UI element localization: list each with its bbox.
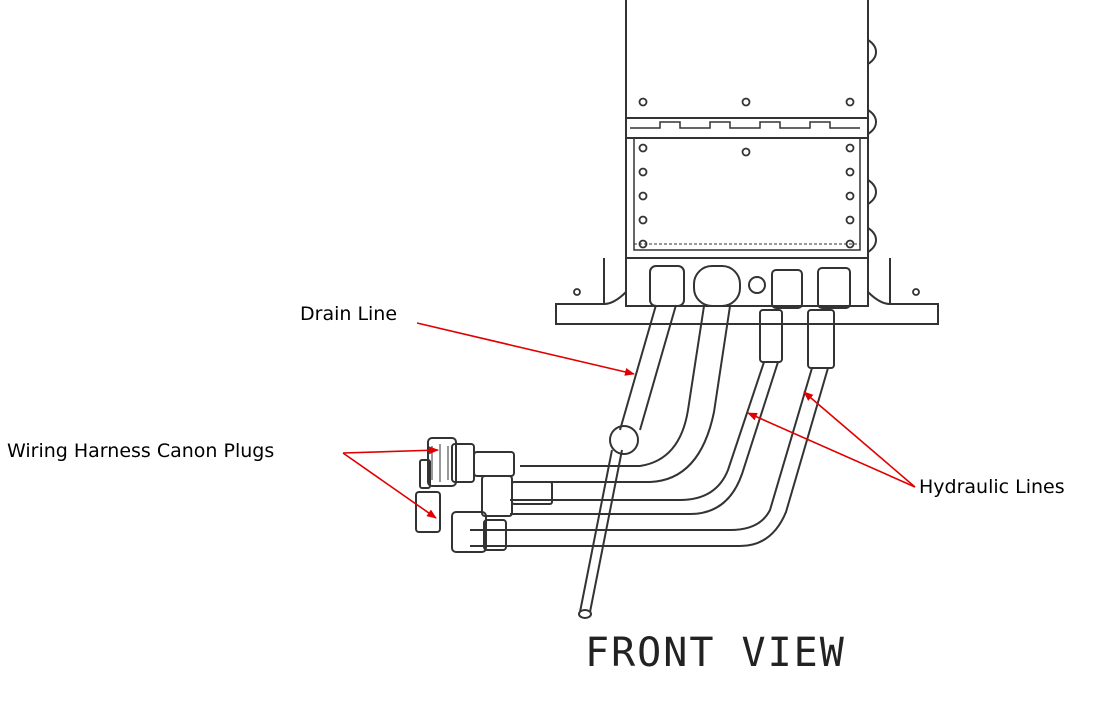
hydraulic-lines-label: Hydraulic Lines	[919, 476, 1065, 498]
callout-arrows	[342, 322, 916, 519]
drain-line-arrow	[416, 322, 635, 376]
view-caption: FRONT VIEW	[585, 630, 846, 676]
housing	[555, 0, 939, 325]
canon-plugs	[415, 437, 553, 553]
tubes	[470, 304, 835, 619]
hydraulic-arrow-2	[803, 391, 916, 488]
wiring-arrow-lower	[342, 452, 437, 519]
wiring-harness-label: Wiring Harness Canon Plugs	[7, 440, 275, 462]
rivets	[573, 97, 920, 296]
wiring-arrow-upper	[342, 446, 439, 455]
hydraulic-arrow-1	[747, 412, 916, 488]
fittings	[649, 265, 851, 309]
drain-line-label: Drain Line	[300, 303, 398, 325]
